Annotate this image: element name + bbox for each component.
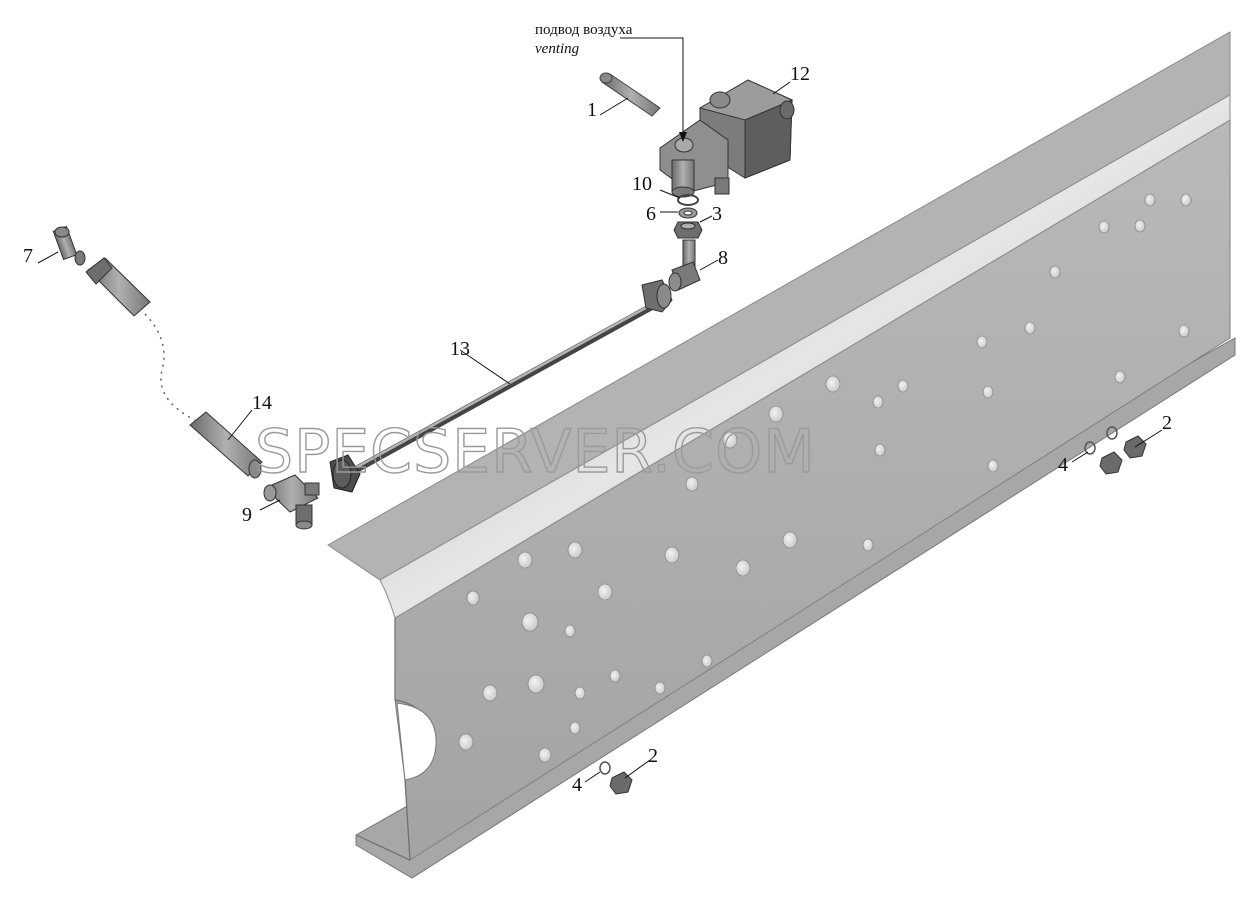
callout-10: 10 <box>632 173 652 195</box>
hole <box>574 686 586 700</box>
air-supply-label-ru: подвод воздуха <box>535 22 633 38</box>
washer-part-4-bottom <box>599 761 611 775</box>
callout-4-right: 4 <box>1058 454 1068 476</box>
hole <box>1134 219 1146 233</box>
frame-holes <box>458 193 1192 763</box>
callout-6: 6 <box>646 203 656 225</box>
washer-part-4-right <box>1084 426 1118 455</box>
hole <box>897 379 909 393</box>
fitting-part-7 <box>52 225 86 266</box>
callout-2-bottom: 2 <box>648 745 658 767</box>
hose-part-14-lower <box>189 411 263 479</box>
hole <box>872 395 884 409</box>
leader-lines <box>37 37 1163 783</box>
hole <box>768 405 784 423</box>
hole <box>1180 193 1192 207</box>
callout-numbers: 1 12 10 6 3 8 7 13 14 9 4 2 4 2 <box>23 63 1172 796</box>
hole <box>521 612 539 632</box>
callout-9: 9 <box>242 504 252 526</box>
frame-notch <box>396 702 437 781</box>
hole <box>1178 324 1190 338</box>
callout-7: 7 <box>23 245 33 267</box>
washer-part-6 <box>678 207 698 219</box>
tube-nut-left <box>329 454 361 493</box>
callout-1: 1 <box>587 99 597 121</box>
hole <box>1114 370 1126 384</box>
washer-part-10 <box>677 194 699 206</box>
hole <box>825 375 841 393</box>
hole <box>1098 220 1110 234</box>
hole <box>564 624 576 638</box>
callout-12: 12 <box>790 63 810 85</box>
hole <box>976 335 988 349</box>
hole <box>482 684 498 702</box>
hole <box>1049 265 1061 279</box>
hose-part-14-upper <box>85 257 151 317</box>
tube-part-13 <box>329 279 673 493</box>
callout-13: 13 <box>450 338 470 360</box>
watermark: SPECSERVER.COM <box>255 417 816 487</box>
bolt-part-1 <box>599 72 661 117</box>
hole <box>701 654 713 668</box>
elbow-fitting-part-8 <box>668 239 701 292</box>
hole <box>982 385 994 399</box>
hole <box>538 747 552 763</box>
hole <box>735 559 751 577</box>
hole <box>874 443 886 457</box>
hole <box>517 551 533 569</box>
hole <box>567 541 583 559</box>
tube-nut-right <box>641 279 673 313</box>
air-supply-label-en: venting <box>535 41 580 57</box>
frame-bend <box>379 94 1231 619</box>
hole <box>987 459 999 473</box>
callout-3: 3 <box>712 203 722 225</box>
hole <box>782 531 798 549</box>
callout-4-bottom: 4 <box>572 774 582 796</box>
callout-2-right: 2 <box>1162 412 1172 434</box>
hole <box>1024 321 1036 335</box>
valve-part-12 <box>659 79 795 198</box>
hole <box>609 669 621 683</box>
hole <box>862 538 874 552</box>
nut-part-2-right <box>1099 435 1147 475</box>
callout-8: 8 <box>718 247 728 269</box>
callout-14: 14 <box>252 392 272 414</box>
hole <box>722 431 738 449</box>
hole <box>597 583 613 601</box>
nut-part-3 <box>673 221 703 239</box>
hole <box>654 681 666 695</box>
frame-rail <box>327 31 1236 879</box>
hole <box>664 546 680 564</box>
hose-dashed-line <box>144 313 196 421</box>
hole <box>466 590 480 606</box>
hole <box>569 721 581 735</box>
hole <box>458 733 474 751</box>
hole <box>685 476 699 492</box>
hole <box>1144 193 1156 207</box>
hole <box>527 674 545 694</box>
tee-fitting-part-9 <box>263 474 320 530</box>
